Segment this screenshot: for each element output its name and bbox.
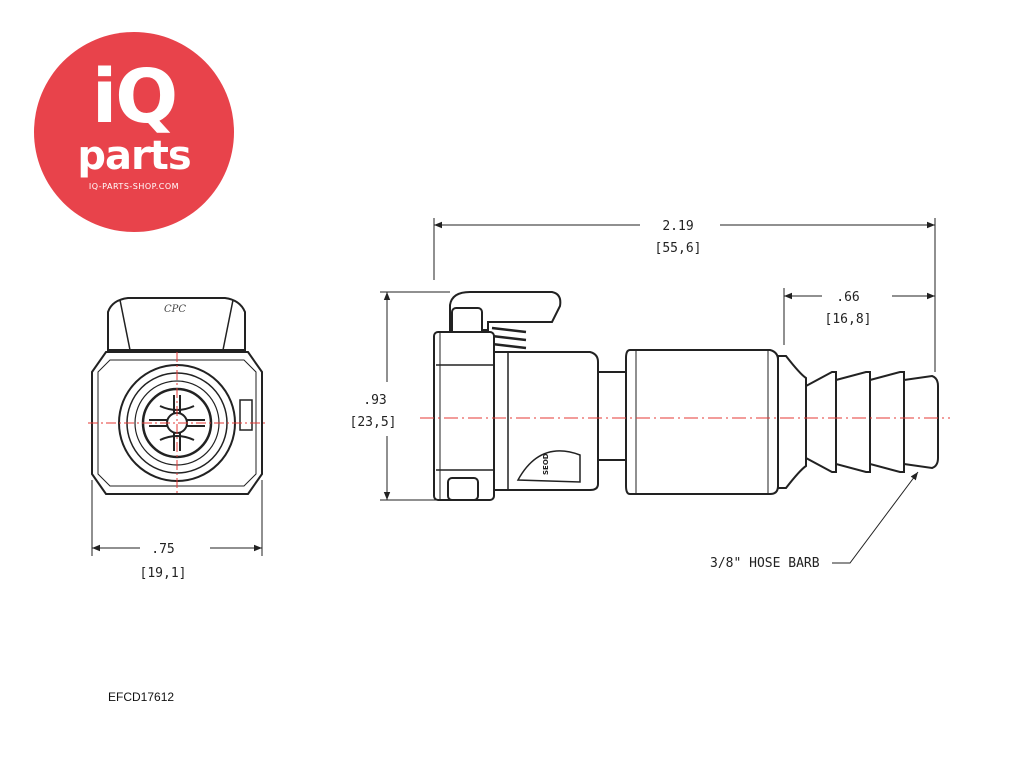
- overall-length-dimension: [433, 218, 936, 372]
- width-inch-label: .75: [151, 542, 174, 557]
- iq-parts-logo[interactable]: iQ parts IQ-PARTS-SHOP.COM: [34, 32, 234, 232]
- overall-length-inch-label: 2.19: [662, 219, 693, 234]
- svg-text:SEOD: SEOD: [542, 453, 550, 475]
- height-mm-label: [23,5]: [350, 415, 397, 430]
- barb-length-dimension: [783, 288, 935, 345]
- part-code: EFCD17612: [108, 690, 175, 704]
- barb-length-inch-label: .66: [836, 290, 859, 305]
- logo-url-text: IQ-PARTS-SHOP.COM: [88, 182, 180, 191]
- logo-iq-text: iQ: [91, 54, 178, 140]
- barb-length-mm-label: [16,8]: [825, 312, 872, 327]
- width-dimension: [91, 480, 263, 556]
- svg-text:CPC: CPC: [164, 304, 186, 315]
- logo-parts-text: parts: [77, 133, 191, 179]
- height-dimension: [380, 291, 450, 501]
- width-mm-label: [19,1]: [140, 566, 187, 581]
- height-inch-label: .93: [363, 393, 386, 408]
- overall-length-mm-label: [55,6]: [655, 241, 702, 256]
- hose-barb-callout: 3/8" HOSE BARB: [710, 556, 820, 571]
- side-view: SEOD: [433, 291, 939, 501]
- hose-barb-leader: [832, 471, 919, 564]
